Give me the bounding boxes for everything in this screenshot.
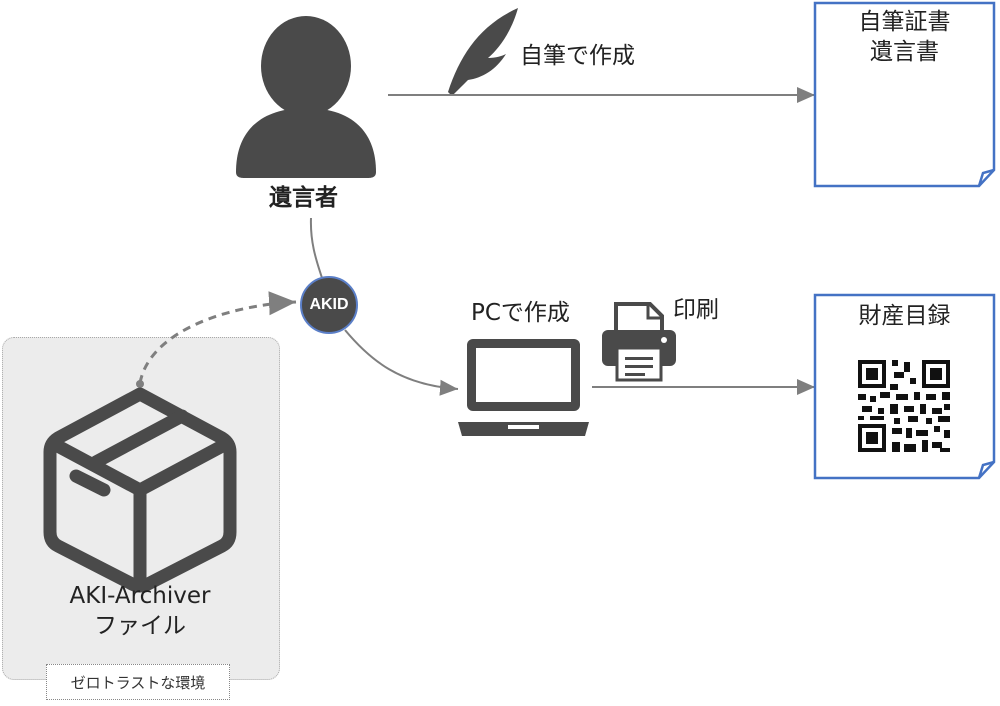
zero-trust-label: ゼロトラストな環境: [46, 664, 230, 700]
archive-label-line2: ファイル: [94, 613, 186, 639]
pc-label: PCで作成: [471, 300, 570, 326]
handwrite-label: 自筆で作成: [520, 43, 635, 69]
will-doc-title-line1: 自筆証書: [858, 9, 951, 35]
arrow-akid-pc: [344, 329, 459, 396]
will-document: [813, 1, 996, 188]
person-icon: [236, 16, 376, 178]
akid-badge: AKID: [300, 276, 358, 334]
printer-icon: [602, 302, 676, 382]
asset-list-title: 財産目録: [858, 303, 951, 329]
laptop-icon: [458, 339, 589, 436]
connector-testator-akid: [309, 217, 323, 279]
archive-label-line1: AKI-Archiver: [69, 583, 211, 609]
archive-box-icon: [43, 387, 237, 593]
will-doc-title-line2: 遺言書: [870, 39, 939, 65]
connector-dot: [136, 380, 144, 388]
testator-label: 遺言者: [269, 185, 338, 211]
quill-pen-icon: [448, 8, 518, 96]
qr-code-icon: [858, 360, 950, 452]
arrow-archive-akid: [138, 291, 297, 384]
print-label: 印刷: [673, 297, 719, 323]
